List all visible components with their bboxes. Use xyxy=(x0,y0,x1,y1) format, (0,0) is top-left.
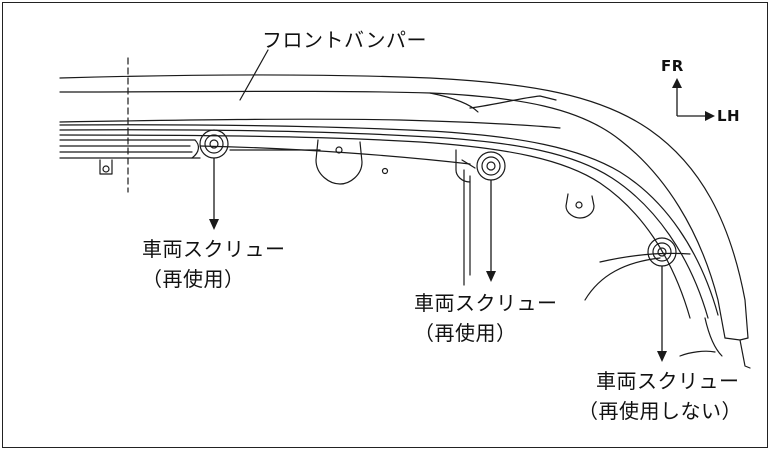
screw-2-arrow xyxy=(486,180,496,282)
screw-1 xyxy=(199,129,229,159)
screw-3-note: （再使用しない） xyxy=(578,399,742,423)
screw-2 xyxy=(476,151,506,181)
direction-lh-label: LH xyxy=(717,107,741,125)
screw-1-note: （再使用） xyxy=(142,267,245,291)
screw-1-name: 車両スクリュー xyxy=(142,237,286,261)
screw-2-name: 車両スクリュー xyxy=(414,291,558,315)
direction-fr-label: FR xyxy=(661,57,684,75)
front-bumper-label: フロントバンパー xyxy=(262,28,427,52)
screw-3 xyxy=(647,237,677,267)
direction-indicator xyxy=(672,78,715,121)
screw-3-arrow xyxy=(657,266,667,362)
screw-2-note: （再使用） xyxy=(414,321,517,345)
part-label-leader xyxy=(239,49,269,101)
screw-1-arrow xyxy=(209,158,219,230)
screw-3-name: 車両スクリュー xyxy=(596,369,740,393)
bumper-outline xyxy=(59,74,751,369)
